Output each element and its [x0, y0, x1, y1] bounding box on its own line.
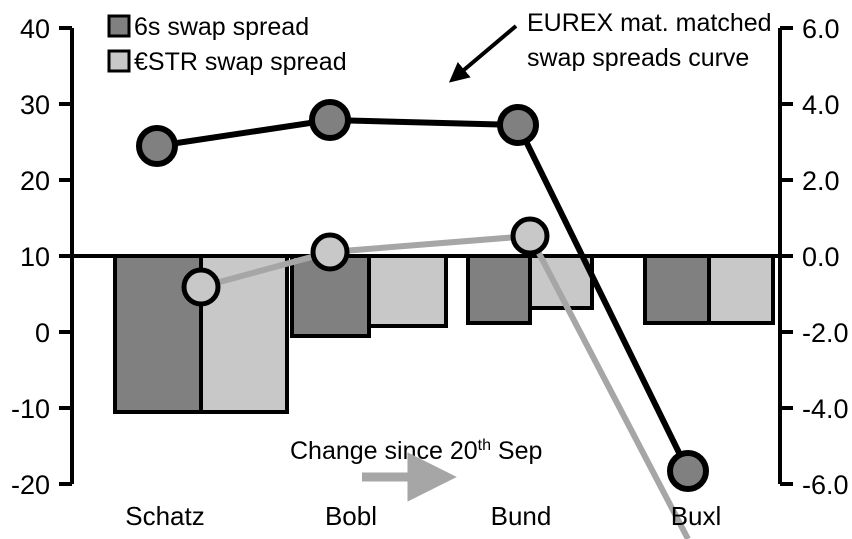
left-tick-label-0: 0 — [35, 318, 50, 348]
left-tick-label-30: 30 — [20, 90, 50, 120]
change-note-text: Change since 20th Sep — [290, 437, 542, 465]
cat-label-bund: Bund — [491, 501, 552, 531]
right-tick-label-4: 4.0 — [802, 90, 840, 120]
callout-line1: EUREX mat. matched — [527, 9, 772, 37]
legend-item-6s-swap-spread[interactable]: 6s swap spread — [107, 13, 309, 41]
legend-swatch-6s-icon — [107, 14, 131, 38]
left-axis-ticks — [59, 26, 72, 486]
bar-bobl-estr — [367, 254, 448, 328]
gray-marker-bobl — [310, 232, 350, 272]
cat-label-bobl: Bobl — [325, 501, 377, 531]
left-tick-label-40: 40 — [20, 14, 50, 44]
gray-change-line-series — [181, 216, 691, 539]
change-note-suffix: Sep — [491, 437, 542, 465]
left-tick-label-20: 20 — [20, 166, 50, 196]
left-tick-label-neg10: -10 — [11, 394, 50, 424]
cat-label-schatz: Schatz — [125, 501, 205, 531]
right-axis-ticks — [780, 26, 793, 486]
left-tick-label-10: 10 — [20, 242, 50, 272]
callout-arrow-icon — [448, 24, 518, 83]
eurex-line — [156, 116, 691, 473]
left-tick-label-neg20: -20 — [11, 470, 50, 500]
bar-bund-6s — [466, 254, 532, 325]
right-tick-label-2: 2.0 — [802, 166, 840, 196]
eurex-marker-bund — [497, 104, 539, 146]
eurex-line-series — [136, 99, 709, 492]
change-since-annotation: Change since 20th Sep — [290, 437, 542, 502]
right-tick-label-6: 6.0 — [802, 14, 840, 44]
legend-label-6s: 6s swap spread — [134, 13, 309, 41]
legend-label-estr: €STR swap spread — [134, 48, 347, 76]
right-tick-label-0: 0.0 — [802, 242, 840, 272]
bar-buxl-6s — [643, 254, 711, 325]
eurex-marker-buxl — [667, 450, 709, 492]
right-axis-tick-labels: 6.0 4.0 2.0 0.0 -2.0 -4.0 -6.0 — [802, 14, 849, 500]
gray-marker-bund — [510, 216, 550, 256]
right-tick-label-neg4: -4.0 — [802, 394, 849, 424]
legend-swatch-estr-icon — [107, 49, 131, 73]
left-axis-tick-labels: 40 30 20 10 0 -10 -20 — [11, 14, 50, 500]
legend: 6s swap spread €STR swap spread — [107, 13, 347, 76]
right-tick-label-neg2: -2.0 — [802, 318, 849, 348]
eurex-marker-schatz — [136, 125, 178, 167]
gray-change-line — [200, 232, 691, 539]
eurex-marker-bobl — [309, 99, 351, 141]
callout-line2: swap spreads curve — [527, 44, 749, 72]
gray-marker-schatz — [181, 267, 221, 307]
cat-label-buxl: Buxl — [671, 501, 722, 531]
bar-buxl-estr — [707, 254, 775, 325]
right-tick-label-neg6: -6.0 — [802, 470, 849, 500]
left-axis: 40 30 20 10 0 -10 -20 — [11, 14, 74, 500]
legend-item-estr-swap-spread[interactable]: €STR swap spread — [107, 48, 347, 76]
curve-callout-annotation: EUREX mat. matched swap spreads curve — [448, 9, 772, 83]
x-axis-category-labels: Schatz Bobl Bund Buxl — [125, 501, 721, 531]
change-note-prefix: Change since 20 — [290, 437, 478, 465]
change-note-sup: th — [478, 437, 491, 454]
